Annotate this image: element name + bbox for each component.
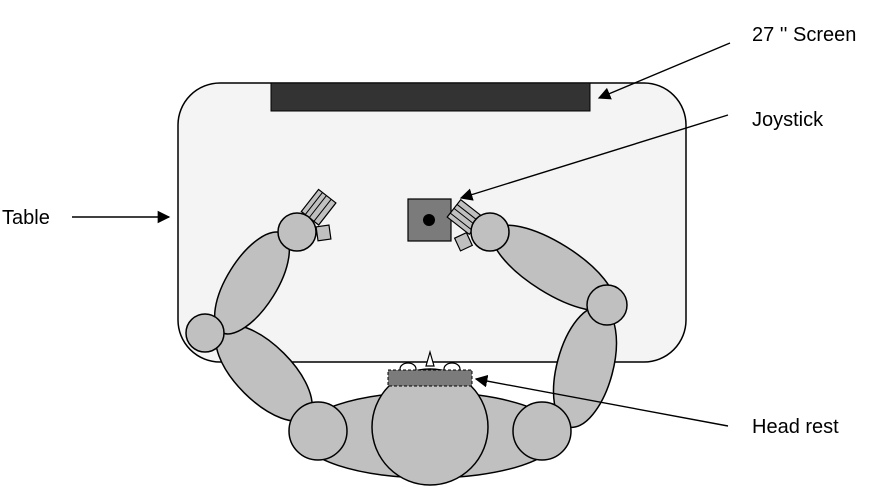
head-rest-arrow — [474, 374, 729, 427]
joystick — [407, 198, 452, 242]
head-rest-label: Head rest — [752, 416, 839, 438]
screen-label: 27 '' Screen — [752, 24, 856, 46]
table-label: Table — [2, 207, 50, 229]
screen — [270, 82, 591, 112]
right-arm — [446, 198, 628, 461]
joystick-label: Joystick — [752, 109, 824, 131]
joystick-arrow — [459, 114, 729, 201]
head-rest — [387, 369, 473, 387]
left-arm — [185, 188, 348, 461]
screen-arrow — [597, 42, 731, 100]
